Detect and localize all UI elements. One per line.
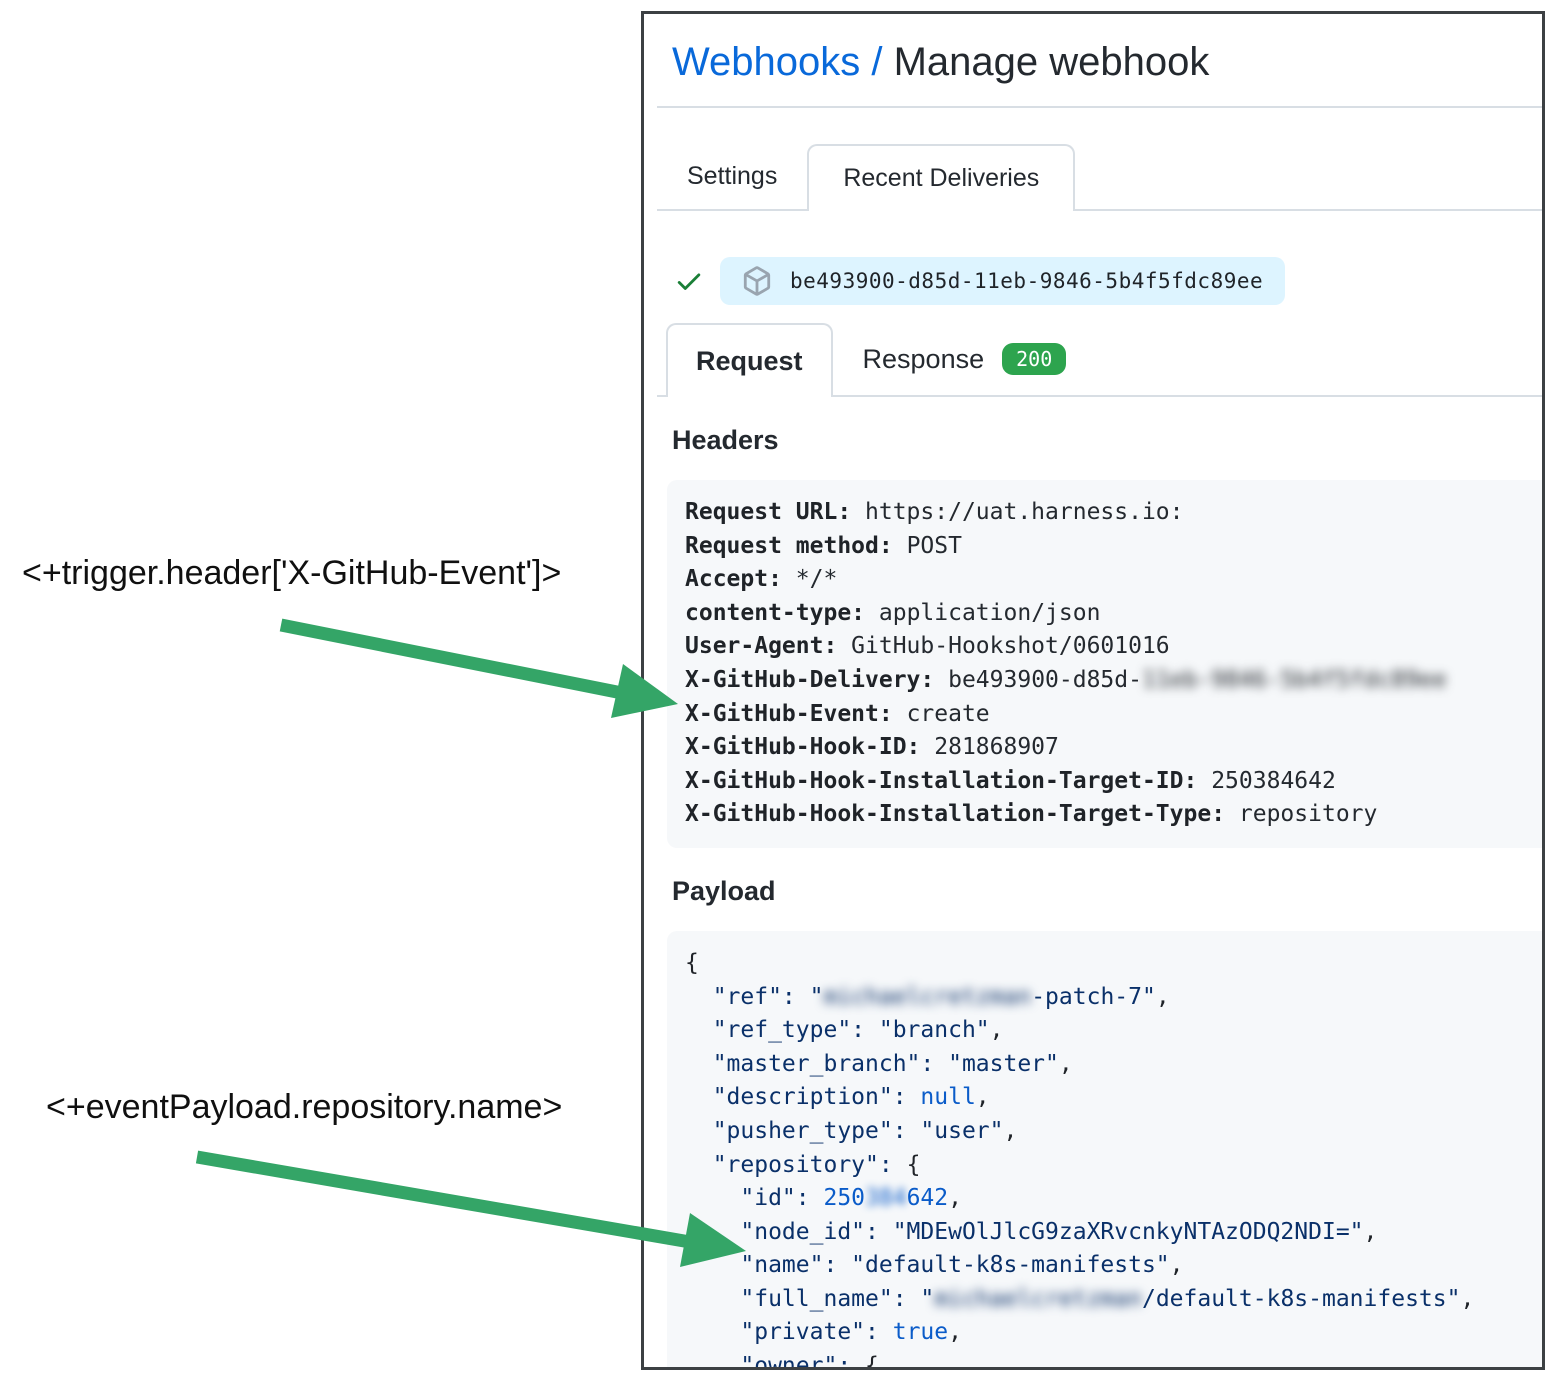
delivery-row: be493900-d85d-11eb-9846-5b4f5fdc89ee: [674, 257, 1542, 305]
webhook-tabs: Settings Recent Deliveries: [657, 144, 1542, 211]
request-response-tabs: Request Response 200: [657, 323, 1542, 397]
redacted-text: michaelcretzman: [823, 983, 1032, 1010]
header-line: X-GitHub-Hook-Installation-Target-ID: 25…: [685, 767, 1336, 794]
payload-line: "pusher_type": "user",: [685, 1117, 1018, 1144]
payload-line: "repository": {: [685, 1151, 921, 1178]
breadcrumb-separator: /: [860, 40, 894, 84]
tab-settings[interactable]: Settings: [687, 162, 778, 190]
response-status-badge: 200: [1002, 343, 1067, 375]
page-title: Webhooks / Manage webhook: [672, 40, 1542, 85]
header-line: Request URL: https://uat.harness.io:: [685, 499, 1184, 525]
payload-line: "node_id": "MDEwOlJlcG9zaXRvcnkyNTAzODQ2…: [685, 1218, 1378, 1245]
headers-code: Request URL: https://uat.harness.io: Requ…: [685, 496, 1534, 832]
payload-line: {: [685, 949, 699, 976]
payload-heading: Payload: [672, 875, 776, 906]
payload-line: "name": "default-k8s-manifests",: [685, 1252, 1184, 1279]
header-line: X-GitHub-Hook-ID: 281868907: [685, 734, 1059, 761]
payload-line: "private": true,: [685, 1319, 962, 1346]
header-line: User-Agent: GitHub-Hookshot/0601016: [685, 633, 1170, 660]
tab-response[interactable]: Response 200: [833, 323, 1097, 395]
annotation-event-payload-expression: <+eventPayload.repository.name>: [46, 1088, 563, 1126]
payload-box: { "ref": "michaelcretzman-patch-7", "ref…: [667, 930, 1542, 1370]
header-line: content-type: application/json: [685, 599, 1101, 626]
tab-recent-deliveries[interactable]: Recent Deliveries: [807, 144, 1076, 211]
delivery-id: be493900-d85d-11eb-9846-5b4f5fdc89ee: [790, 269, 1264, 293]
delivery-success-check-icon: [677, 273, 701, 290]
annotation-trigger-header-expression: <+trigger.header['X-GitHub-Event']>: [22, 554, 562, 592]
payload-line: "ref_type": "branch",: [685, 1017, 1004, 1044]
header-line: X-GitHub-Delivery: be493900-d85d-11eb-98…: [685, 666, 1447, 693]
title-divider: [657, 106, 1542, 108]
redacted-text: 11eb-9846-5b4f5fdc89ee: [1141, 666, 1447, 693]
payload-line: "ref": "michaelcretzman-patch-7",: [685, 983, 1170, 1010]
headers-heading: Headers: [672, 425, 779, 455]
payload-line: "description": null,: [685, 1084, 990, 1111]
payload-line: "full_name": "michaelcretzman/default-k8…: [685, 1285, 1475, 1312]
tab-response-label: Response: [862, 343, 985, 374]
payload-line: "owner": {: [685, 1353, 879, 1370]
headers-box: Request URL: https://uat.harness.io: Requ…: [667, 480, 1542, 848]
webhook-manage-panel: Webhooks / Manage webhook Settings Recen…: [641, 11, 1545, 1370]
payload-line: "id": 250384642,: [685, 1185, 962, 1212]
package-icon: [743, 266, 771, 296]
header-line: X-GitHub-Hook-Installation-Target-Type: …: [685, 801, 1378, 828]
redacted-text: michaelcretzman: [934, 1285, 1142, 1312]
payload-line: "master_branch": "master",: [685, 1050, 1073, 1077]
delivery-id-pill[interactable]: be493900-d85d-11eb-9846-5b4f5fdc89ee: [720, 257, 1286, 305]
page-title-current: Manage webhook: [893, 40, 1210, 84]
header-line: Accept: */*: [685, 566, 838, 593]
header-line: Request method: POST: [685, 532, 962, 559]
tab-request[interactable]: Request: [666, 323, 833, 397]
arrow-to-x-github-event: [279, 618, 678, 718]
webhooks-breadcrumb-link[interactable]: Webhooks: [672, 40, 861, 84]
redacted-text: 384: [865, 1185, 907, 1212]
payload-code: { "ref": "michaelcretzman-patch-7", "ref…: [685, 947, 1534, 1370]
header-line: X-GitHub-Event: create: [685, 700, 990, 727]
